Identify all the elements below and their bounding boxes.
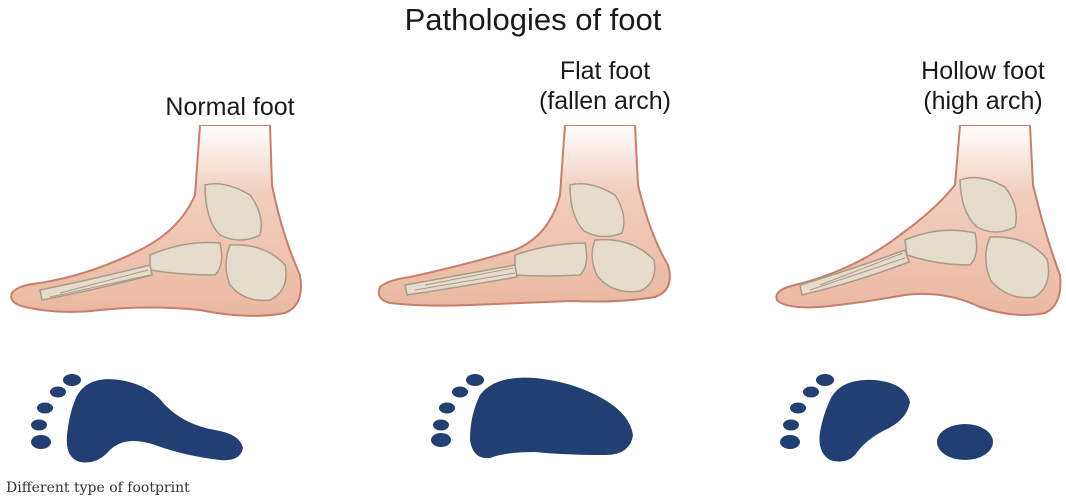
- flat-footprint: [425, 370, 655, 470]
- label-normal-line1: Normal foot: [140, 92, 320, 122]
- figure-title: Pathologies of foot: [0, 2, 1066, 38]
- figure-caption: Different type of footprint: [6, 480, 190, 496]
- label-hollow-line2: (high arch): [900, 86, 1066, 116]
- flat-footprint-shape: [431, 374, 633, 458]
- normal-footprint: [25, 370, 255, 470]
- flat-foot-illustration: [370, 125, 690, 330]
- hollow-footprint-shape: [780, 374, 993, 462]
- normal-foot-illustration: [0, 125, 320, 330]
- normal-footprint-shape: [31, 374, 243, 463]
- label-flat-foot: Flat foot (fallen arch): [515, 56, 695, 116]
- hollow-footprint: [775, 370, 1005, 470]
- label-flat-line2: (fallen arch): [515, 86, 695, 116]
- hollow-foot-illustration: [765, 125, 1065, 330]
- label-flat-line1: Flat foot: [515, 56, 695, 86]
- label-hollow-foot: Hollow foot (high arch): [900, 56, 1066, 116]
- label-normal-foot: Normal foot: [140, 92, 320, 122]
- label-hollow-line1: Hollow foot: [900, 56, 1066, 86]
